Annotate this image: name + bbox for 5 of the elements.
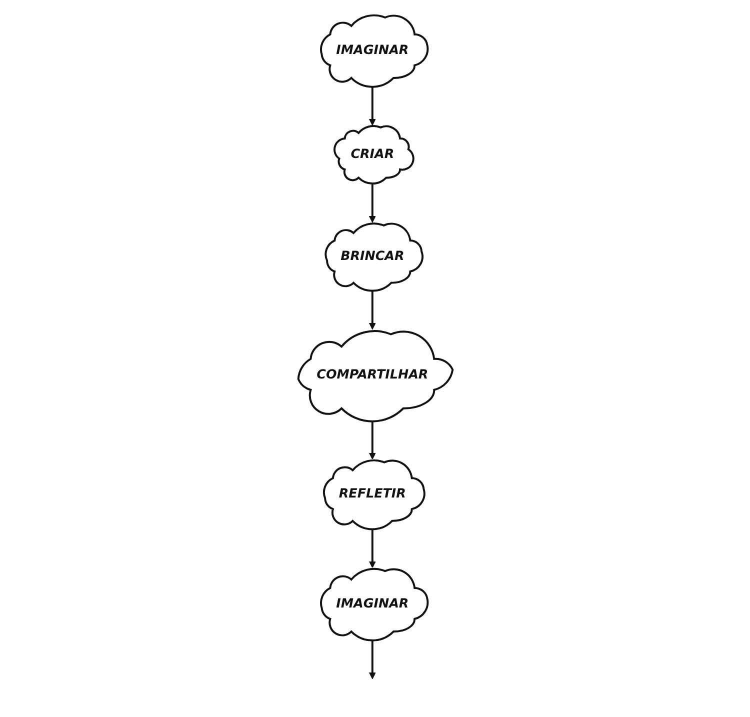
arrow <box>368 528 376 568</box>
arrow <box>368 638 376 679</box>
arrow <box>368 85 376 126</box>
arrow <box>368 289 376 330</box>
arrow <box>368 182 376 222</box>
